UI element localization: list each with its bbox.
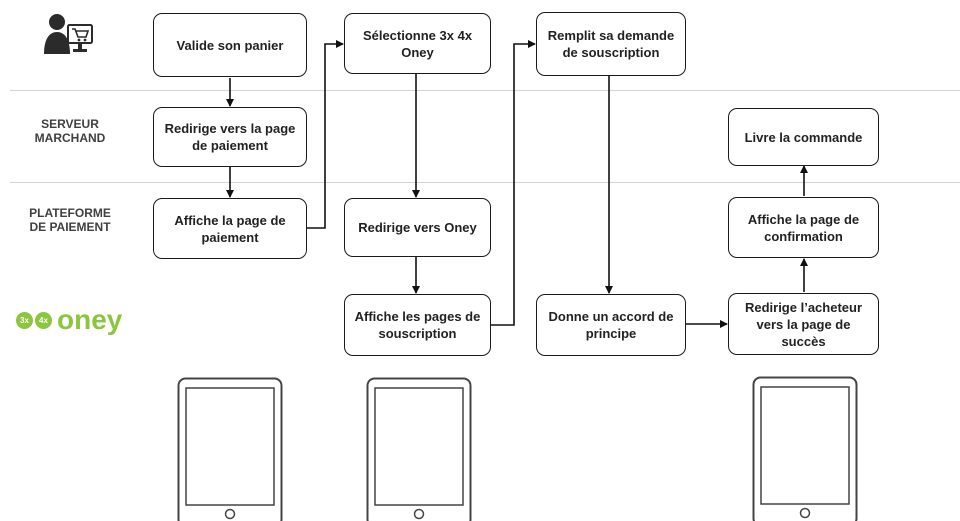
step-redirige-vers-oney: Redirige vers Oney <box>344 198 491 257</box>
lane-separator-top <box>10 90 960 91</box>
lane-separator-bottom <box>10 182 960 183</box>
shopper-cart-icon <box>44 14 93 54</box>
oney-logo: 3x 4x oney <box>16 306 122 334</box>
step-valide-son-panier: Valide son panier <box>153 13 307 77</box>
lane-label-merchant-server: SERVEUR MARCHAND <box>34 117 106 145</box>
step-livre-commande: Livre la commande <box>728 108 879 166</box>
oney-logo-badge-4x: 4x <box>35 311 52 329</box>
tablet-icon <box>366 377 472 521</box>
tablet-icon <box>752 376 858 521</box>
step-donne-accord-principe: Donne un accord de principe <box>536 294 686 356</box>
step-affiche-page-paiement: Affiche la page de paiement <box>153 198 307 259</box>
oney-logo-badge-3x: 3x <box>16 311 33 329</box>
step-remplit-demande-souscription: Remplit sa demande de souscription <box>536 12 686 76</box>
tablet-icon <box>177 377 283 521</box>
oney-logo-wordmark: oney <box>57 304 123 335</box>
step-affiche-pages-souscription: Affiche les pages de souscription <box>344 294 491 356</box>
arrow-affiche-to-selectionne <box>306 40 344 229</box>
lane-label-payment-platform: PLATEFORME DE PAIEMENT <box>29 206 111 234</box>
step-redirige-vers-page-paiement: Redirige vers la page de paiement <box>153 107 307 167</box>
arrow-affiche-pages-to-remplit <box>491 40 536 326</box>
step-selectionne-oney: Sélectionne 3x 4x Oney <box>344 13 491 74</box>
step-redirige-acheteur-succes: Redirige l’acheteur vers la page de succ… <box>728 293 879 355</box>
step-affiche-page-confirmation: Affiche la page de confirmation <box>728 197 879 258</box>
